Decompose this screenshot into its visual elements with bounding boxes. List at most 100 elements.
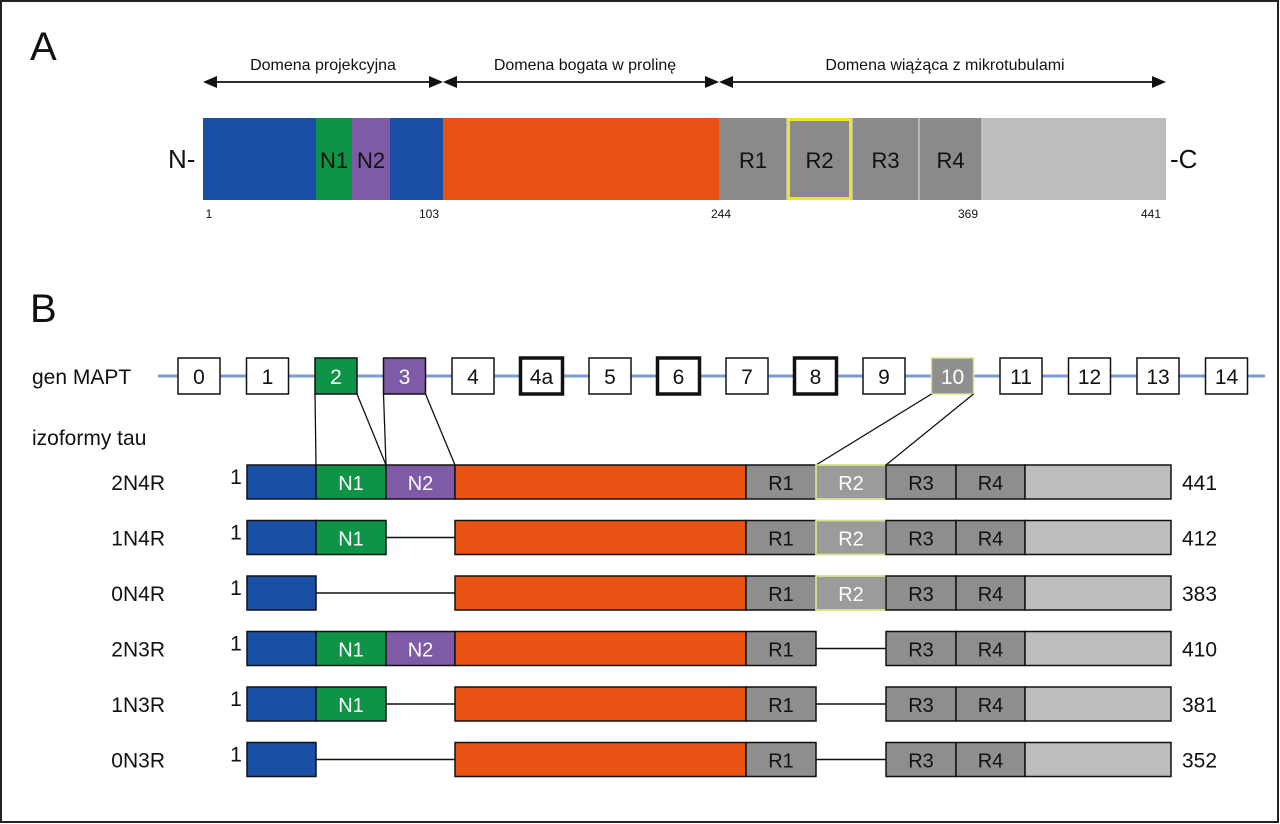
isoform-segment-label: R4 <box>978 751 1004 773</box>
exon-label: 5 <box>604 366 616 389</box>
exon-box <box>1204 357 1249 395</box>
position-label: 1 <box>206 207 213 221</box>
protein-segment-r4 <box>919 118 982 200</box>
isoform-segment <box>745 575 817 611</box>
isoform-segment <box>246 519 317 556</box>
protein-segment-r1 <box>719 118 787 200</box>
isoform-name: 1N4R <box>111 528 165 551</box>
isoform-segment-label: N1 <box>338 640 364 662</box>
isoform-start: 1 <box>230 744 242 767</box>
isoform-segment <box>454 686 747 722</box>
position-label: 369 <box>958 207 978 221</box>
isoform-segment <box>1024 575 1172 611</box>
domain-label-microtubule-binding: Domena wiążąca z mikrotubulami <box>825 57 1064 74</box>
protein-segment-label: N1 <box>320 148 348 173</box>
exon-label: 7 <box>741 366 753 389</box>
isoform-segment-label: R3 <box>908 640 934 662</box>
exon-label: 1 <box>262 366 274 389</box>
exon-box <box>655 356 702 396</box>
exon-box <box>862 357 906 395</box>
protein-segment-c-terminal <box>982 118 1166 200</box>
isoform-segment-label: N1 <box>338 473 364 495</box>
isoform-length: 410 <box>1182 639 1217 662</box>
exon-label: 4a <box>530 366 554 389</box>
exon-box <box>451 357 495 395</box>
domain-label-projection: Domena projekcyjna <box>250 57 396 74</box>
isoform-segment <box>246 464 317 500</box>
protein-segment-label: R3 <box>871 148 899 173</box>
exon-label: 14 <box>1215 366 1239 389</box>
isoform-segment-r2 <box>815 519 887 556</box>
isoform-segment <box>315 686 387 722</box>
isoform-segment-label: R1 <box>768 473 794 495</box>
protein-segment-n2 <box>352 118 390 200</box>
isoform-segment-label: R4 <box>978 695 1004 717</box>
exon-box <box>518 356 565 396</box>
exon-label: 6 <box>673 366 685 389</box>
isoform-segment-label: R4 <box>978 640 1004 662</box>
isoform-segment <box>1024 464 1172 500</box>
isoform-segment-label: R1 <box>768 695 794 717</box>
isoform-segment-label: R2 <box>838 584 864 606</box>
arrow-head-left <box>443 76 457 88</box>
c-terminus-label: -C <box>1170 144 1197 174</box>
exon-connector-line <box>424 393 456 466</box>
isoform-segment-label: R1 <box>768 529 794 551</box>
exon-label: 8 <box>810 366 822 389</box>
isoform-segment-label: N1 <box>338 695 364 717</box>
isoform-segment-label: N2 <box>408 640 434 662</box>
position-label: 244 <box>711 207 731 221</box>
exon-box <box>1067 357 1112 395</box>
isoform-segment <box>955 741 1026 778</box>
isoform-segment <box>885 686 957 722</box>
isoform-segment-label: N1 <box>338 529 364 551</box>
isoform-start: 1 <box>230 633 242 656</box>
exon-connector-line <box>382 393 387 466</box>
exon-label: 12 <box>1078 366 1101 389</box>
protein-segment-label: R4 <box>936 148 964 173</box>
exon-label: 10 <box>941 366 964 389</box>
isoform-segment-label: R2 <box>838 529 864 551</box>
protein-segment-n-terminal <box>203 118 316 200</box>
exon-connector-line <box>885 393 974 466</box>
isoform-name: 1N3R <box>111 694 165 717</box>
arrow-head-right <box>429 76 443 88</box>
exon-box <box>314 357 358 395</box>
isoform-segment-label: R3 <box>908 751 934 773</box>
position-label: 441 <box>1141 207 1161 221</box>
r2-highlight-frame <box>787 118 852 200</box>
arrow-head-right <box>1152 76 1166 88</box>
exon-box <box>999 357 1043 395</box>
isoform-segment-label: R1 <box>768 584 794 606</box>
isoform-segment <box>885 519 957 556</box>
exon-label: 11 <box>1010 366 1032 389</box>
exon-box <box>588 357 632 395</box>
isoform-segment <box>454 741 747 778</box>
exon-label: 2 <box>330 366 342 389</box>
isoform-segment <box>1024 519 1172 556</box>
isoform-segment <box>745 686 817 722</box>
isoform-start: 1 <box>230 688 242 711</box>
exon-connector-line <box>314 393 317 466</box>
isoform-segment-label: R4 <box>978 584 1004 606</box>
isoform-segment <box>1024 741 1172 778</box>
protein-segment-r3 <box>852 118 919 200</box>
isoform-name: 2N3R <box>111 639 165 662</box>
isoform-segment <box>315 630 387 667</box>
protein-segment-label: N2 <box>357 148 385 173</box>
isoform-segment <box>955 519 1026 556</box>
isoform-start: 1 <box>230 522 242 545</box>
arrow-head-left <box>203 76 217 88</box>
exon-label: 4 <box>467 366 479 389</box>
isoform-segment <box>955 575 1026 611</box>
isoform-segment <box>246 686 317 722</box>
domain-arrows <box>203 76 1166 88</box>
isoform-segment-label: N2 <box>408 473 434 495</box>
isoform-segment-label: R3 <box>908 473 934 495</box>
